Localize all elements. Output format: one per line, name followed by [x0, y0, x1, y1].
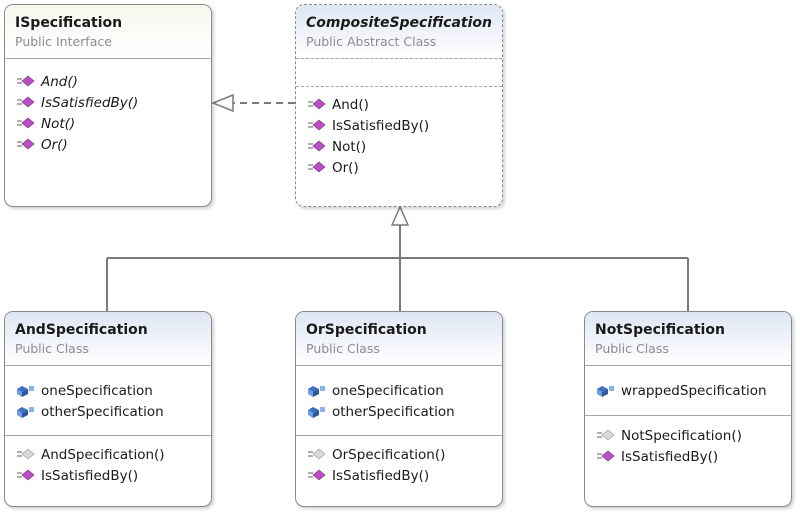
method-item[interactable]: IsSatisfiedBy() [597, 446, 791, 467]
method-item[interactable]: IsSatisfiedBy() [308, 465, 502, 486]
method-name: IsSatisfiedBy() [41, 467, 139, 484]
method-item[interactable]: Not() [308, 136, 502, 157]
ispecification-title: ISpecification [15, 15, 123, 31]
inheritance-arrowhead [390, 205, 410, 226]
method-icon [17, 117, 35, 128]
method-icon [17, 469, 35, 480]
method-icon [308, 98, 326, 109]
or-specification-title: OrSpecification [306, 322, 427, 338]
method-name: IsSatisfiedBy() [332, 467, 430, 484]
not-specification-fields: wrappedSpecification [585, 366, 791, 416]
ispecification-box[interactable]: ISpecification Public Interface And() Is… [4, 4, 212, 207]
or-specification-methods: OrSpecification() IsSatisfiedBy() [296, 436, 502, 490]
method-name: IsSatisfiedBy() [41, 94, 139, 111]
method-item[interactable]: Not() [17, 113, 211, 134]
field-icon [17, 406, 34, 418]
method-icon [308, 119, 326, 130]
field-item[interactable]: otherSpecification [308, 401, 502, 422]
ispecification-subtitle: Public Interface [15, 34, 112, 49]
method-icon [308, 140, 326, 151]
method-item[interactable]: Or() [17, 134, 211, 155]
field-icon [308, 406, 325, 418]
and-specification-subtitle: Public Class [15, 341, 89, 356]
method-name: Or() [41, 136, 68, 153]
composite-specification-header: CompositeSpecification Public Abstract C… [296, 5, 502, 59]
composite-specification-box[interactable]: CompositeSpecification Public Abstract C… [295, 4, 503, 207]
not-specification-subtitle: Public Class [595, 341, 669, 356]
not-specification-box[interactable]: NotSpecification Public Class wrappedSpe… [584, 311, 792, 507]
constructor-item[interactable]: AndSpecification() [17, 444, 211, 465]
method-name: And() [332, 96, 369, 113]
composite-specification-subtitle: Public Abstract Class [306, 34, 437, 49]
method-item[interactable]: IsSatisfiedBy() [308, 115, 502, 136]
constructor-icon [597, 429, 615, 440]
method-name: Not() [332, 138, 367, 155]
field-name: otherSpecification [41, 403, 164, 420]
constructor-icon [308, 448, 326, 459]
method-icon [17, 138, 35, 149]
composite-specification-fields [296, 59, 502, 87]
not-specification-title: NotSpecification [595, 322, 725, 338]
method-name: AndSpecification() [41, 446, 165, 463]
method-name: IsSatisfiedBy() [621, 448, 719, 465]
field-icon [597, 385, 614, 397]
method-name: And() [41, 73, 78, 90]
method-name: NotSpecification() [621, 427, 742, 444]
or-specification-subtitle: Public Class [306, 341, 380, 356]
realization-arrowhead [210, 93, 234, 113]
constructor-item[interactable]: OrSpecification() [308, 444, 502, 465]
method-item[interactable]: IsSatisfiedBy() [17, 92, 211, 113]
method-name: Not() [41, 115, 76, 132]
method-icon [308, 161, 326, 172]
field-name: oneSpecification [41, 382, 153, 399]
constructor-icon [17, 448, 35, 459]
method-icon [597, 450, 615, 461]
or-specification-box[interactable]: OrSpecification Public Class oneSpecific… [295, 311, 503, 507]
method-icon [17, 96, 35, 107]
method-icon [308, 469, 326, 480]
and-specification-methods: AndSpecification() IsSatisfiedBy() [5, 436, 211, 490]
and-specification-title: AndSpecification [15, 322, 148, 338]
composite-specification-title: CompositeSpecification [306, 15, 492, 31]
field-name: otherSpecification [332, 403, 455, 420]
method-item[interactable]: IsSatisfiedBy() [17, 465, 211, 486]
method-item[interactable]: Or() [308, 157, 502, 178]
composite-specification-methods: And() IsSatisfiedBy() Not() Or() [296, 87, 502, 182]
ispecification-header: ISpecification Public Interface [5, 5, 211, 59]
field-item[interactable]: wrappedSpecification [597, 380, 791, 401]
method-name: IsSatisfiedBy() [332, 117, 430, 134]
or-specification-fields: oneSpecification otherSpecification [296, 366, 502, 436]
field-name: wrappedSpecification [621, 382, 767, 399]
not-specification-methods: NotSpecification() IsSatisfiedBy() [585, 416, 791, 471]
not-specification-header: NotSpecification Public Class [585, 312, 791, 366]
and-specification-fields: oneSpecification otherSpecification [5, 366, 211, 436]
field-item[interactable]: otherSpecification [17, 401, 211, 422]
field-item[interactable]: oneSpecification [17, 380, 211, 401]
field-item[interactable]: oneSpecification [308, 380, 502, 401]
method-item[interactable]: And() [308, 94, 502, 115]
method-item[interactable]: And() [17, 71, 211, 92]
and-specification-box[interactable]: AndSpecification Public Class oneSpecifi… [4, 311, 212, 507]
field-name: oneSpecification [332, 382, 444, 399]
method-name: Or() [332, 159, 359, 176]
or-specification-header: OrSpecification Public Class [296, 312, 502, 366]
method-icon [17, 75, 35, 86]
ispecification-methods: And() IsSatisfiedBy() Not() Or() [5, 59, 211, 159]
constructor-item[interactable]: NotSpecification() [597, 425, 791, 446]
method-name: OrSpecification() [332, 446, 446, 463]
field-icon [17, 385, 34, 397]
field-icon [308, 385, 325, 397]
and-specification-header: AndSpecification Public Class [5, 312, 211, 366]
